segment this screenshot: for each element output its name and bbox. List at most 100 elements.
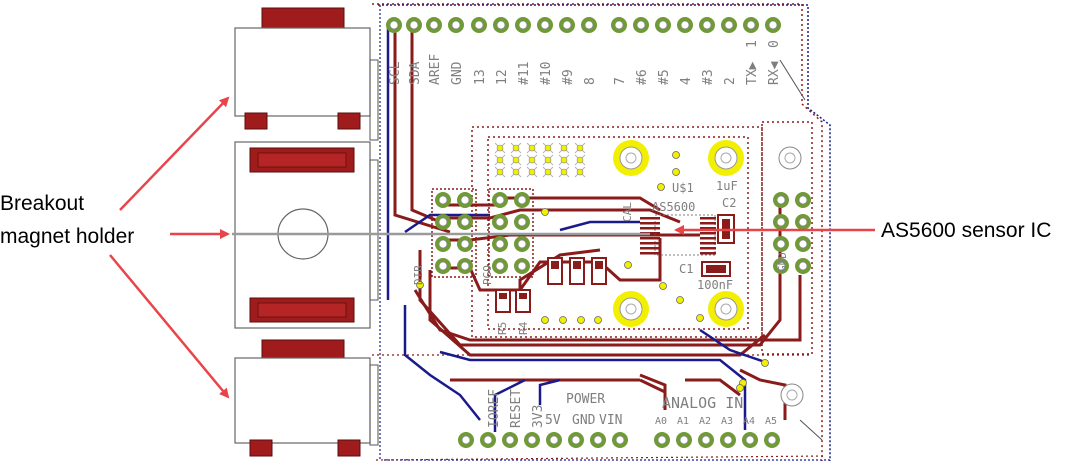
via [576,168,584,176]
label-r4: R4 [517,321,530,335]
top-pin [581,17,597,33]
via [512,144,520,152]
left-header-pin [514,214,530,230]
via [560,168,568,176]
left-header-pin [492,214,508,230]
right-header-pin [773,236,789,252]
left-header-pin [514,192,530,208]
label-chip: AS5600 [652,200,695,214]
chip-pin [700,227,716,230]
header-top-pins [386,17,781,33]
top-pin [426,17,442,33]
left-headers [431,188,534,278]
left-header-pin [435,192,451,208]
callout-left-line2: magnet holder [0,225,134,248]
left-header-pin [457,236,473,252]
bottom-pin [764,432,780,448]
via [416,281,424,289]
left-header-pin [514,236,530,252]
top-pin-label: #5 [657,69,672,85]
top-pin-label: AREF [428,54,443,85]
top-pin [537,17,553,33]
via [577,316,585,324]
top-pin-label: #11 [517,62,532,85]
left-header-pin [435,258,451,274]
bottom-pin [546,432,562,448]
mount-hole-top-right [708,140,744,176]
analog-pin-label: A0 [655,416,667,427]
top-pin [655,17,671,33]
mount-hole-top-left [613,140,649,176]
power-pin-label: IOREF [487,389,502,428]
via [496,168,504,176]
top-pin-label: 2 [723,77,738,85]
via [528,156,536,164]
top-pin-label: SCL [388,61,403,85]
via [576,156,584,164]
via [696,314,704,322]
chip-pin [700,237,716,240]
via [659,282,667,290]
analog-pin-label: A2 [699,416,711,427]
label-dir: DIR [412,265,425,285]
label-c2: C2 [722,196,736,210]
capacitor-c1 [701,261,731,277]
right-header-pin [773,192,789,208]
right-header-pin [795,214,811,230]
analog-title: ANALOG IN [662,394,743,412]
label-c1: C1 [679,262,693,276]
chip-pin [640,247,660,250]
top-pin-label: GND [450,61,465,85]
top-pin-label: SDA [408,61,423,85]
chip-pin [700,242,716,245]
left-header-pin [492,258,508,274]
via [544,156,552,164]
chip-pin [640,227,660,230]
top-pin [493,17,509,33]
right-header-pin [795,192,811,208]
via-grid [416,142,769,392]
chip-pin [700,232,716,235]
via [672,168,680,176]
chip-pin [640,242,660,245]
top-pin [765,17,781,33]
magnet-holder [234,7,379,457]
bottom-pin [676,432,692,448]
top-pin [471,17,487,33]
power-pin-label: VIN [599,413,622,428]
sensor-module [471,121,813,355]
top-pin [559,17,575,33]
bottom-pin [742,432,758,448]
right-header-pin [795,236,811,252]
top-pin [386,17,402,33]
chip-pin [700,252,716,255]
label-pgo: PGO [481,265,494,285]
bottom-pin [502,432,518,448]
bottom-pin [480,432,496,448]
top-pin-label: RX◀ [767,61,782,85]
chip-pin [640,222,660,225]
chip-pin [640,237,660,240]
bottom-pin [458,432,474,448]
top-pin [448,17,464,33]
analog-pin-label: A1 [677,416,689,427]
top-pin [677,17,693,33]
chip-pin [700,217,716,220]
chip-pin [640,252,660,255]
label-cal: CAL [621,202,634,222]
right-header-pin [773,214,789,230]
top-pin-label: 0 [767,40,782,48]
left-header-pin [435,236,451,252]
board-mount-hole-right [778,146,802,170]
via [528,168,536,176]
mount-hole-bottom-right [708,291,744,327]
label-u1: U$1 [672,181,694,195]
bottom-pin [698,432,714,448]
bottom-pin [590,432,606,448]
top-pin [721,17,737,33]
via [676,296,684,304]
via [512,156,520,164]
via [672,151,680,159]
